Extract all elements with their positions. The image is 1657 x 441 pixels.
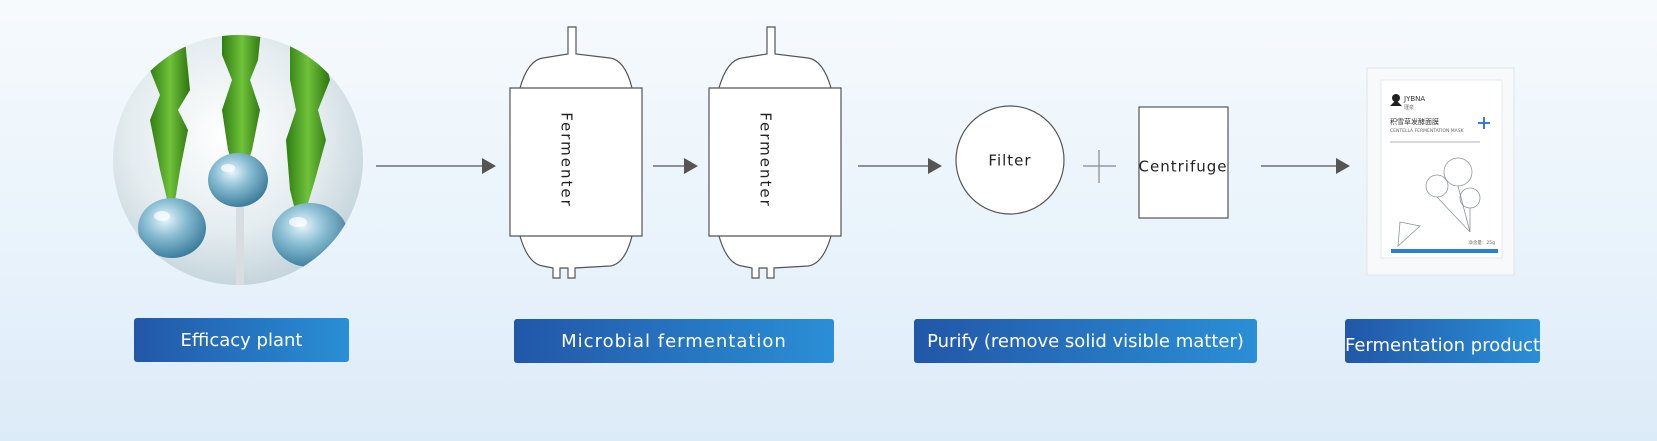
centrifuge-label: Centrifuge: [1139, 158, 1228, 176]
fermenter-1: [509, 26, 643, 279]
centrifuge-node: [1138, 106, 1229, 219]
fermentation-product-label: Fermentation product: [1345, 319, 1540, 363]
product-brand-cn: 瑾泉: [1404, 104, 1414, 111]
product-name-cn: 积雪草发酵面膜: [1390, 117, 1439, 126]
product-net-content: 净含量：25g: [1468, 239, 1495, 246]
fermenter-2: [708, 26, 842, 279]
arrow-plant-to-fermenter: [376, 158, 496, 174]
plus-accent-icon: [1478, 117, 1490, 129]
product-name-en: CENTELLA FERMENTATION MASK: [1390, 128, 1465, 134]
arrow-fermenter-to-fermenter: [653, 158, 698, 174]
microbial-fermentation-label: Microbial fermentation: [514, 319, 834, 363]
purify-label: Purify (remove solid visible matter): [914, 319, 1257, 363]
efficacy-plant-image: [113, 35, 363, 285]
fermenter-1-label: Fermenter: [558, 112, 576, 208]
product-package-image: JYBNA 瑾泉 积雪草发酵面膜 CENTELLA FERMENTATION M…: [1366, 67, 1515, 276]
centella-leaf-illustration-icon: [1397, 157, 1481, 247]
arrow-fermenter-to-filter: [858, 158, 942, 174]
efficacy-plant-label: Efficacy plant: [134, 318, 349, 362]
product-brand: JYBNA: [1403, 95, 1425, 103]
brand-logo-icon: [1390, 94, 1402, 106]
filter-node: [955, 105, 1065, 215]
arrow-centrifuge-to-product: [1261, 158, 1350, 174]
plus-sign: [1083, 150, 1116, 183]
fermenter-2-label: Fermenter: [757, 112, 775, 208]
filter-label: Filter: [988, 152, 1031, 170]
